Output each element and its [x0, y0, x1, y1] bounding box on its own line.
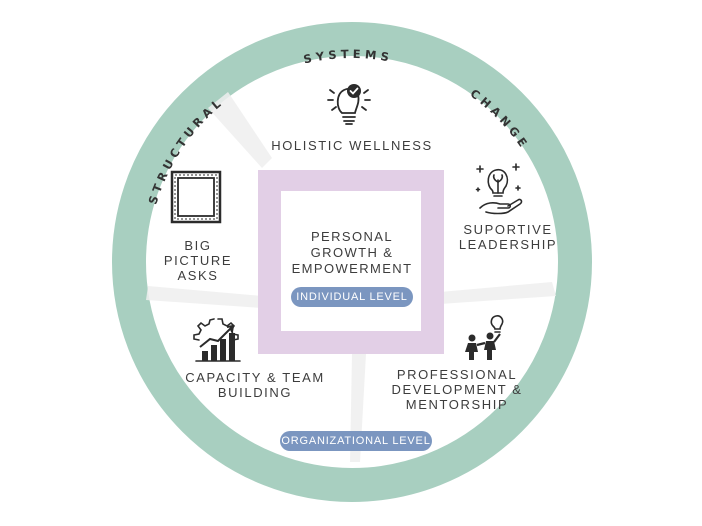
ring-word-systems: SYSTEMS [302, 47, 390, 67]
mentoring-people-icon [465, 315, 504, 360]
segment-divider-upper-left [208, 92, 272, 168]
structural-systems-ring [112, 22, 592, 502]
center-frame-inner [281, 191, 421, 331]
center-title: PERSONAL GROWTH & EMPOWERMENT [291, 229, 413, 276]
individual-level-pill: INDIVIDUAL LEVEL [291, 287, 413, 307]
label-big-picture-asks: BIG PICTURE ASKS [163, 238, 233, 283]
picture-frame-icon [170, 170, 222, 224]
label-professional-development: PROFESSIONAL DEVELOPMENT & MENTORSHIP [391, 367, 523, 412]
ring-text-2: SYSTEMS [302, 47, 394, 67]
label-holistic-wellness: HOLISTIC WELLNESS [271, 138, 433, 153]
segment-divider-right [440, 282, 556, 304]
label-supportive-leadership: SUPORTIVE LEADERSHIP [458, 222, 558, 252]
hand-lightbulb-icon [475, 163, 523, 215]
lightbulb-check-icon [327, 84, 371, 125]
gear-growth-chart-icon [193, 318, 241, 362]
organizational-level-pill: ORGANIZATIONAL LEVEL [280, 431, 432, 451]
label-capacity-team-building: CAPACITY & TEAM BUILDING [185, 370, 325, 400]
segment-divider-left [146, 286, 262, 308]
